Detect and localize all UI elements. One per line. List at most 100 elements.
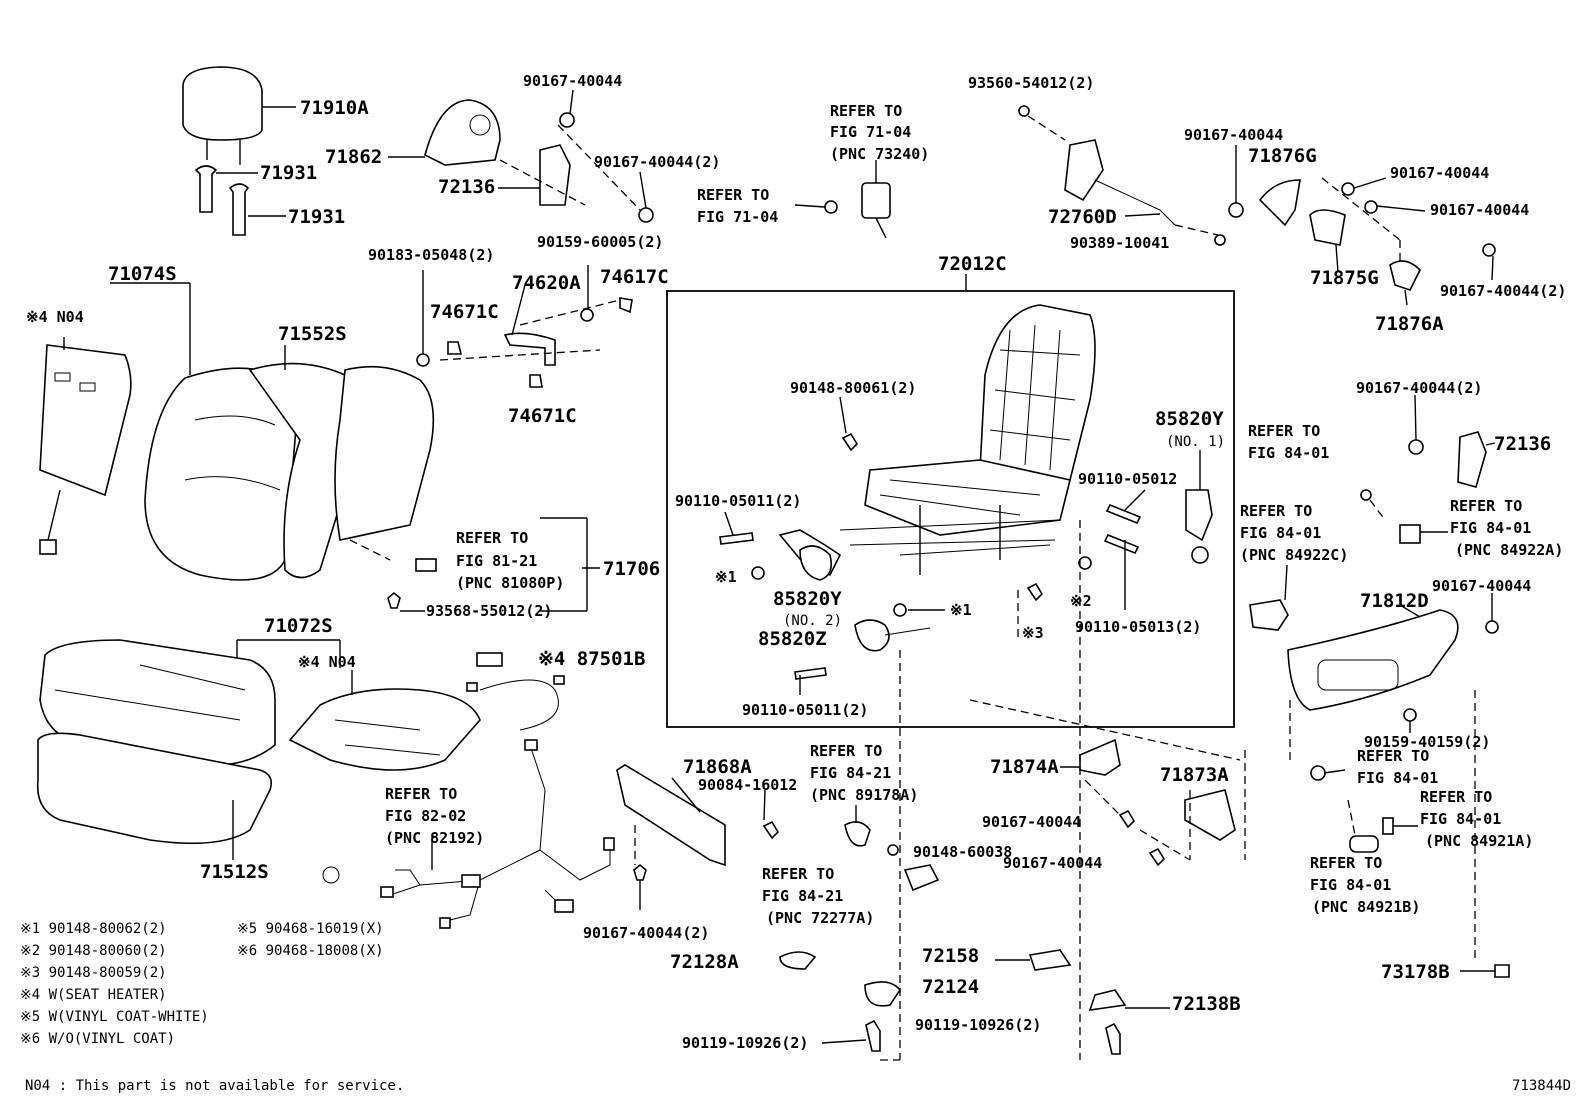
label-90167-40044-e: 90167-40044 bbox=[1430, 201, 1529, 219]
label-71910A: 71910A bbox=[300, 97, 369, 119]
ref-8121-group bbox=[387, 517, 600, 612]
label-90167-40044-k: 90167-40044 bbox=[1003, 854, 1102, 872]
label-71862: 71862 bbox=[325, 146, 382, 168]
wire-harness-group bbox=[322, 739, 615, 929]
label-90110-05012: 90110-05012 bbox=[1078, 470, 1177, 488]
figure-id: 713844D bbox=[1512, 1078, 1571, 1094]
label-90167-40044-2-a: 90167-40044(2) bbox=[594, 153, 720, 171]
side-trim-group bbox=[616, 764, 780, 910]
refer-84-21-b-line1: REFER TO bbox=[762, 865, 834, 883]
refer-84-01-f-line2: FIG 84-01 bbox=[1310, 876, 1391, 894]
refer-82-02-line3: (PNC 82192) bbox=[385, 829, 484, 847]
legend: ※1 90148-80062(2) ※2 90148-80060(2) ※3 9… bbox=[20, 921, 384, 1047]
refer-84-01-d-line1: REFER TO bbox=[1357, 747, 1429, 765]
seat-back-pad bbox=[248, 362, 364, 579]
headrest-group bbox=[182, 66, 296, 236]
label-90159-60005: 90159-60005(2) bbox=[537, 233, 663, 251]
seat-heater-cushion bbox=[288, 688, 481, 771]
label-74620A: 74620A bbox=[512, 272, 581, 294]
refer-84-01-e-line3: (PNC 84921A) bbox=[1425, 832, 1533, 850]
note4-n04-a: ※4 N04 bbox=[26, 308, 84, 326]
refer-71-04-a-line3: (PNC 73240) bbox=[830, 145, 929, 163]
refer-84-01-b-line2: FIG 84-01 bbox=[1240, 524, 1321, 542]
label-93560-54012: 93560-54012(2) bbox=[968, 74, 1094, 92]
recliner-cover-group bbox=[388, 89, 654, 223]
seat-back-group bbox=[39, 282, 435, 581]
note3: ※3 bbox=[1022, 624, 1044, 642]
refer-71-04-a-line1: REFER TO bbox=[830, 102, 902, 120]
label-74617C: 74617C bbox=[600, 266, 669, 288]
lower-right-brackets bbox=[969, 520, 1246, 1060]
refer-82-02-line1: REFER TO bbox=[385, 785, 457, 803]
label-90159-40159: 90159-40159(2) bbox=[1364, 733, 1490, 751]
label-90167-40044-2-b: 90167-40044(2) bbox=[1440, 282, 1566, 300]
label-74671C-a: 74671C bbox=[430, 301, 499, 323]
cushion-group bbox=[36, 639, 565, 860]
refer-81-21-line1: REFER TO bbox=[456, 529, 528, 547]
label-72760D: 72760D bbox=[1048, 206, 1117, 228]
label-73178B: 73178B bbox=[1381, 961, 1450, 983]
top-right-covers bbox=[1228, 145, 1496, 306]
legend-right-item-2: ※6 90468-18008(X) bbox=[237, 943, 384, 959]
label-74671C-b: 74671C bbox=[508, 405, 577, 427]
refer-84-21-b-line3: (PNC 72277A) bbox=[766, 909, 874, 927]
refer-84-01-d-line2: FIG 84-01 bbox=[1357, 769, 1438, 787]
label-71875G: 71875G bbox=[1310, 267, 1379, 289]
label-71512S: 71512S bbox=[200, 861, 269, 883]
label-90084-16012: 90084-16012 bbox=[698, 776, 797, 794]
legend-item-4: ※4 W(SEAT HEATER) bbox=[20, 987, 167, 1003]
refer-84-21-a-line2: FIG 84-21 bbox=[810, 764, 891, 782]
refer-71-04-b-line1: REFER TO bbox=[697, 186, 769, 204]
seat-heater-back bbox=[39, 344, 132, 497]
label-90167-40044-c: 90167-40044 bbox=[1184, 126, 1283, 144]
label-85820Y-a: 85820Y bbox=[1155, 408, 1224, 430]
label-71074S: 71074S bbox=[108, 263, 177, 285]
label-72158: 72158 bbox=[922, 945, 979, 967]
label-90110-05011-a: 90110-05011(2) bbox=[675, 492, 801, 510]
label-71931-a: 71931 bbox=[260, 162, 317, 184]
label-71874A: 71874A bbox=[990, 756, 1059, 778]
refer-84-01-c-line2: FIG 84-01 bbox=[1450, 519, 1531, 537]
buckle-group bbox=[794, 160, 891, 239]
footer-note: N04 : This part is not available for ser… bbox=[25, 1078, 404, 1094]
refer-84-01-b-line1: REFER TO bbox=[1240, 502, 1312, 520]
refer-84-21-a-line1: REFER TO bbox=[810, 742, 882, 760]
label-71873A: 71873A bbox=[1160, 764, 1229, 786]
refer-71-04-a-line2: FIG 71-04 bbox=[830, 123, 911, 141]
refer-84-21-a-line3: (PNC 89178A) bbox=[810, 786, 918, 804]
label-90110-05013: 90110-05013(2) bbox=[1075, 618, 1201, 636]
refer-81-21-line3: (PNC 81080P) bbox=[456, 574, 564, 592]
refer-84-01-e-line2: FIG 84-01 bbox=[1420, 810, 1501, 828]
side-shield-group bbox=[1249, 564, 1510, 978]
refer-84-01-b-line3: (PNC 84922C) bbox=[1240, 546, 1348, 564]
label-85820Y-a-no: (NO. 1) bbox=[1166, 434, 1225, 450]
label-72128A: 72128A bbox=[670, 951, 739, 973]
refer-84-01-f-line3: (PNC 84921B) bbox=[1312, 898, 1420, 916]
label-71072S: 71072S bbox=[264, 615, 333, 637]
label-90389-10041: 90389-10041 bbox=[1070, 234, 1169, 252]
refer-82-02-line2: FIG 82-02 bbox=[385, 807, 466, 825]
label-90167-40044-a: 90167-40044 bbox=[523, 72, 622, 90]
label-72124: 72124 bbox=[922, 976, 979, 998]
right-shield-group bbox=[1360, 394, 1496, 544]
label-90183-05048: 90183-05048(2) bbox=[368, 246, 494, 264]
label-90148-80061: 90148-80061(2) bbox=[790, 379, 916, 397]
label-85820Y-b: 85820Y bbox=[773, 588, 842, 610]
label-90148-60038: 90148-60038 bbox=[913, 843, 1012, 861]
legend-item-6: ※6 W/O(VINYL COAT) bbox=[20, 1031, 175, 1047]
label-90167-40044-2-d: 90167-40044(2) bbox=[583, 924, 709, 942]
center-bottom-parts bbox=[779, 650, 940, 1061]
label-72012C: 72012C bbox=[938, 253, 1007, 275]
label-90167-40044-j: 90167-40044 bbox=[982, 813, 1081, 831]
note1-a: ※1 bbox=[715, 568, 737, 586]
label-71706: 71706 bbox=[603, 558, 660, 580]
label-93568-55012: 93568-55012(2) bbox=[426, 602, 552, 620]
label-72136-a: 72136 bbox=[438, 176, 495, 198]
legend-right-item-1: ※5 90468-16019(X) bbox=[237, 921, 384, 937]
refer-84-01-f-line1: REFER TO bbox=[1310, 854, 1382, 872]
label-90167-40044-h: 90167-40044 bbox=[1432, 577, 1531, 595]
cushion-cover bbox=[39, 639, 276, 766]
refer-84-01-a-line1: REFER TO bbox=[1248, 422, 1320, 440]
label-71868A: 71868A bbox=[683, 756, 752, 778]
refer-81-21-line2: FIG 81-21 bbox=[456, 552, 537, 570]
